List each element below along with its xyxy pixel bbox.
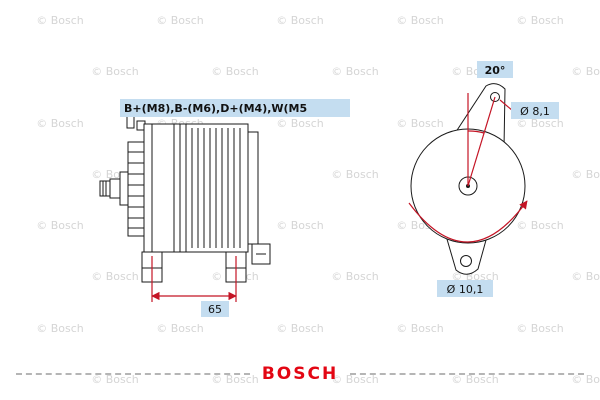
front-housing — [143, 123, 181, 253]
end-plate — [247, 131, 259, 245]
dashed-line-left — [16, 373, 250, 375]
dimension-65: 65 — [151, 256, 237, 317]
terminal-stud — [126, 115, 135, 129]
terminal-label-box — [120, 99, 350, 117]
rear-housing-fins — [185, 123, 249, 253]
dimension-label: 65 — [208, 303, 222, 316]
leader-line — [499, 99, 514, 112]
terminal-label-group: B+(M8),B-(M6),D+(M4),W(M5 — [120, 99, 350, 117]
brush-housing — [127, 141, 145, 237]
hole-small-label-box — [511, 102, 559, 119]
alternator-side-view — [99, 115, 271, 283]
angle-label-box — [477, 61, 513, 78]
hole-small-label: Ø 8,1 — [520, 105, 550, 118]
alternator-front-view: 20° Ø 8,1 Ø 10,1 — [408, 61, 559, 297]
angle-label: 20° — [485, 64, 506, 77]
rotation-direction-arrow — [408, 200, 528, 243]
hole-large-label-box — [437, 280, 493, 297]
lug-hole-large — [460, 255, 472, 267]
dashed-line-right — [350, 373, 585, 375]
terminal-label: B+(M8),B-(M6),D+(M4),W(M5 — [124, 102, 307, 115]
bosch-logo: BOSCH — [261, 364, 339, 384]
angle-arc — [467, 130, 485, 134]
dimension-label-box — [201, 301, 229, 317]
housing-separator — [179, 123, 187, 253]
lug-axis-line — [467, 96, 496, 187]
shaft-thread — [99, 180, 111, 197]
footer: BOSCH — [16, 364, 585, 384]
hole-large-label: Ø 10,1 — [447, 283, 484, 296]
shaft-collar — [119, 171, 129, 206]
